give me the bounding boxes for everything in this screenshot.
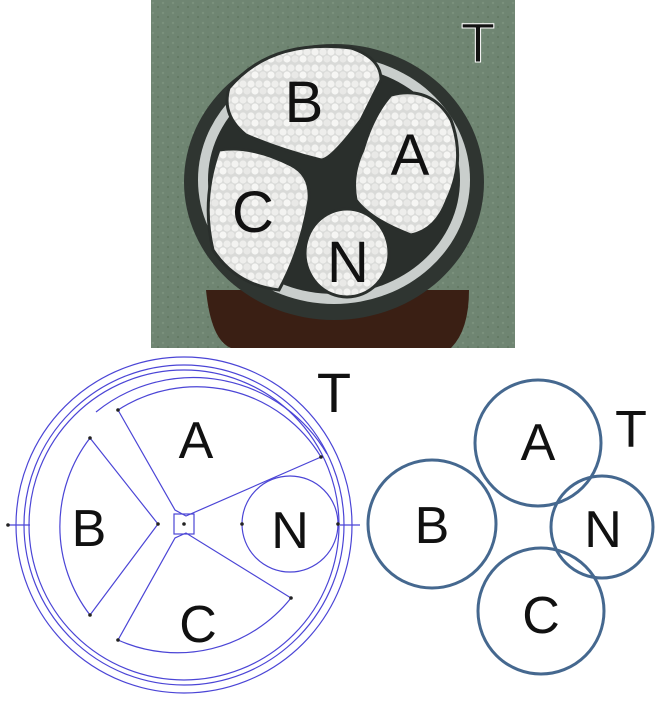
circle-label-b: B — [415, 497, 450, 555]
circle-label-n: N — [584, 501, 622, 559]
circle-diagram-svg: A B N C T — [366, 378, 655, 676]
conductor-circle-diagram: A B N C T — [360, 355, 665, 701]
conductor-c — [206, 147, 311, 292]
photo-corner-label: T — [461, 11, 495, 74]
cad-sector-b — [59, 437, 159, 616]
cad-sector-a — [117, 386, 322, 517]
cad-drawing-svg: A B C N T — [6, 356, 360, 694]
circle-a — [473, 378, 603, 508]
cad-label-n: N — [271, 502, 309, 560]
cable-photo-svg: B A C N T — [151, 0, 515, 348]
cad-label-c: C — [179, 596, 217, 654]
circle-b — [366, 458, 498, 590]
circle-n — [549, 474, 655, 580]
cad-label-a: A — [179, 412, 214, 470]
photo-label-a: A — [391, 123, 430, 188]
cad-center-square — [173, 513, 195, 535]
cad-label-b: B — [72, 500, 107, 558]
cad-corner-label: T — [317, 361, 351, 424]
photo-label-n: N — [327, 230, 369, 295]
circle-c — [476, 546, 606, 676]
cable-cad-drawing: A B C N T — [0, 350, 370, 701]
conductor-b — [225, 44, 383, 162]
circle-corner-label: T — [615, 401, 647, 459]
circle-label-a: A — [521, 414, 556, 472]
cable-cross-section-photo: B A C N T — [151, 0, 515, 348]
cad-sector-a-outer — [95, 377, 328, 455]
conductor-n — [303, 207, 391, 299]
photo-label-c: C — [232, 180, 274, 245]
circle-label-c: C — [522, 587, 560, 645]
conductor-a — [353, 91, 460, 237]
photo-label-b: B — [285, 70, 324, 135]
